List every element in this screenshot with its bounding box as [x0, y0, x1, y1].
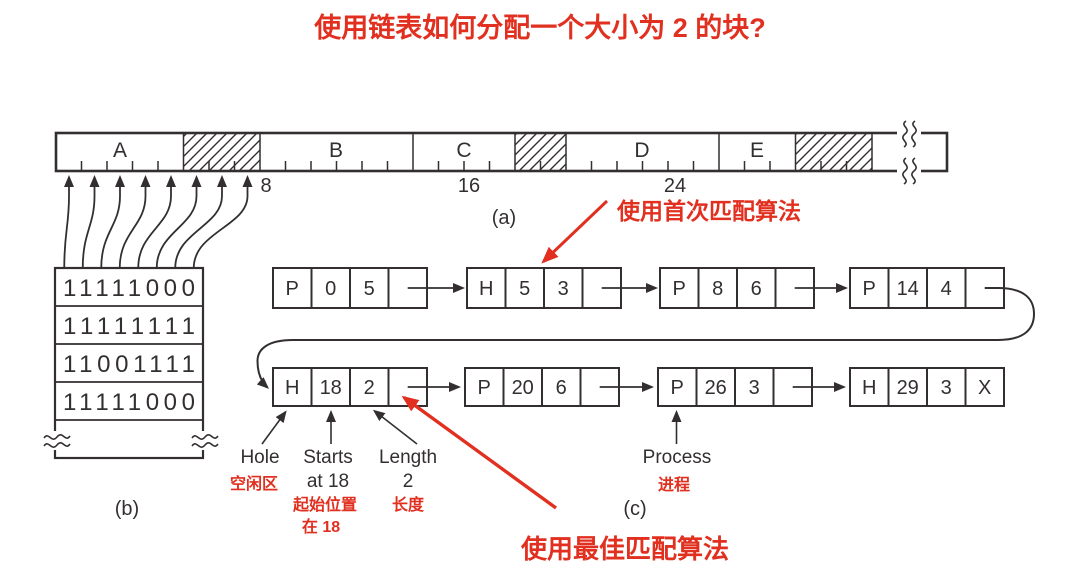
node-p-0-5: P 0 5: [272, 267, 428, 309]
linked-list-row-2: H 18 2 P 20 6 P 26 3 H 29: [272, 367, 1005, 520]
node-cell: [964, 367, 1005, 407]
starts-label-line2: at 18: [307, 471, 349, 492]
cell-type: P: [673, 278, 686, 300]
bitmap: 11111000 11111111 11001111 11111000 (b): [43, 266, 219, 520]
segment-label-b: B: [329, 139, 343, 162]
tick-label-16: 16: [458, 175, 480, 197]
sub-label-a: (a): [492, 207, 516, 229]
cell-type: P: [671, 377, 684, 399]
cell-end-marker: X: [978, 377, 991, 399]
segment-dividers: [182, 133, 873, 171]
cell-start: 29: [897, 377, 919, 399]
process-label-zh: 进程: [658, 476, 690, 494]
unit-ticks: [80, 161, 848, 171]
best-fit-arrow: [401, 395, 557, 510]
process-label: Process: [643, 447, 712, 468]
cell-type: H: [479, 278, 493, 300]
cell-start: 18: [320, 377, 342, 399]
linked-list-row-1: P 0 5 H 5 3 P 8 6 P 14: [256, 267, 1036, 389]
bitmap-row: 11111000: [63, 389, 195, 416]
bitmap-row: 11111000: [63, 275, 195, 302]
cell-length: 2: [364, 377, 375, 399]
cell-type: H: [862, 377, 876, 399]
tick-label-8: 8: [260, 175, 271, 197]
cell-type: P: [286, 278, 299, 300]
bitmap-row-dividers: [55, 305, 203, 421]
hatched-hole-segment: [795, 133, 872, 171]
cell-start: 8: [712, 278, 723, 300]
length-label-line2: 2: [403, 471, 414, 492]
cell-start: 0: [325, 278, 336, 300]
segment-label-e: E: [750, 139, 764, 162]
segment-label-c: C: [456, 139, 471, 162]
bitmap-break-mark-icon: [43, 431, 219, 450]
legend-pointer-arrows: [261, 409, 682, 445]
cell-length: 4: [941, 278, 952, 300]
first-fit-arrow: [541, 199, 609, 264]
sub-label-c: (c): [623, 498, 646, 520]
bitmap-to-bar-arrows: [63, 175, 253, 269]
node-h-29-3-x: H 29 3 X: [849, 367, 1005, 407]
cell-start: 5: [519, 278, 530, 300]
cell-length: 6: [751, 278, 762, 300]
cell-length: 3: [749, 377, 760, 399]
node-p-20-6: P 20 6: [464, 367, 620, 407]
hole-label: Hole: [240, 447, 279, 468]
bitmap-row: 11001111: [63, 351, 195, 378]
tick-label-24: 24: [664, 175, 686, 197]
node-p-26-3: P 26 3: [657, 367, 813, 407]
cell-length: 5: [364, 278, 375, 300]
node-h-18-2: H 18 2: [272, 367, 428, 407]
cell-type: P: [863, 278, 876, 300]
starts-label-zh1: 起始位置: [292, 495, 357, 514]
memory-bar: A B C D E 8 16 24 (a): [54, 120, 949, 229]
cell-type: P: [478, 377, 491, 399]
hatched-hole-segment: [183, 133, 260, 171]
bitmap-outline: [53, 266, 205, 460]
figure-title: 使用链表如何分配一个大小为 2 的块?: [313, 12, 766, 43]
length-label-zh: 长度: [392, 495, 425, 514]
starts-label-line1: Starts: [303, 447, 353, 468]
node-h-5-3: H 5 3: [466, 267, 622, 309]
hole-label-zh: 空闲区: [230, 474, 278, 493]
node-p-8-6: P 8 6: [659, 267, 815, 309]
red-annotations: 使用首次匹配算法 使用最佳匹配算法: [401, 198, 801, 564]
legend: Hole 空闲区 Starts at 18 起始位置 在 18 Length 2…: [230, 409, 712, 536]
cell-type: H: [285, 377, 299, 399]
cell-length: 6: [556, 377, 567, 399]
bar-break-mark-icon: [897, 120, 921, 185]
cell-length: 3: [558, 278, 569, 300]
wrap-around-pointer: [256, 287, 1036, 389]
best-fit-label: 使用最佳匹配算法: [520, 534, 729, 564]
memory-bar-outline: [54, 131, 949, 173]
cell-start: 20: [512, 377, 534, 399]
node-p-14-4: P 14 4: [849, 267, 1005, 309]
first-fit-label: 使用首次匹配算法: [616, 198, 801, 224]
segment-label-d: D: [634, 139, 649, 162]
sub-label-b: (b): [115, 498, 139, 520]
bitmap-row: 11111111: [63, 313, 195, 340]
cell-start: 14: [897, 278, 919, 300]
length-label-line1: Length: [379, 447, 437, 468]
segment-label-a: A: [113, 139, 127, 162]
cell-start: 26: [705, 377, 727, 399]
cell-length: 3: [941, 377, 952, 399]
starts-label-zh2: 在 18: [302, 517, 340, 536]
